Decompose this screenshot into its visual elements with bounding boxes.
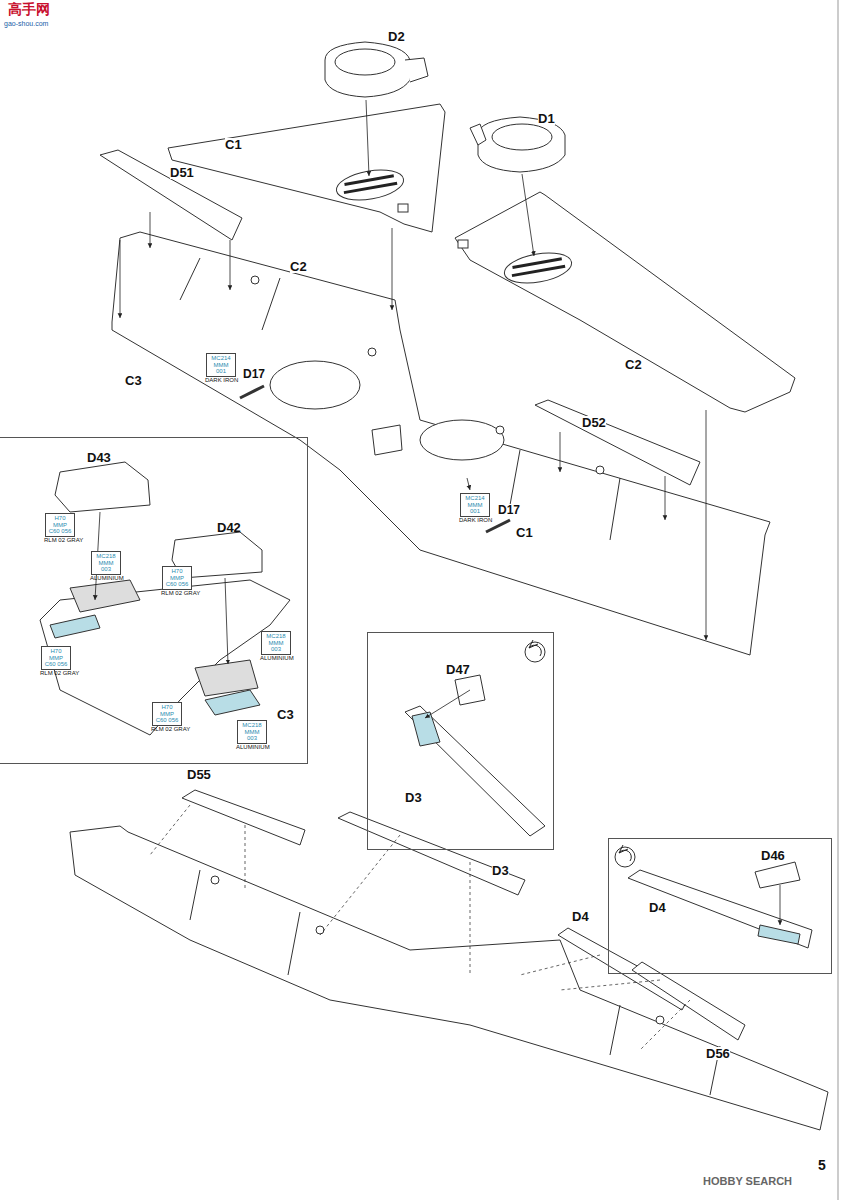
paint-code: MC214 MMM 001 <box>460 493 490 517</box>
paint-code: MC218 MMM 003 <box>261 631 291 655</box>
part-number: D46 <box>761 849 785 862</box>
inset-panel: D47D3 <box>367 632 554 850</box>
watermark: gao-shou.com <box>4 20 48 27</box>
paint-code: MC214 MMM 001 <box>206 353 236 377</box>
part-number: D17 <box>243 368 265 380</box>
part-number: C2 <box>290 260 307 273</box>
paint-name: DARK IRON <box>459 517 489 524</box>
paint-name: RLM 02 GRAY <box>44 537 74 544</box>
part-number: D43 <box>87 451 111 464</box>
paint-name: ALUMINIUM <box>260 655 290 662</box>
part-number: D52 <box>582 416 606 429</box>
paint-code: H70 MMP C60 056 <box>152 702 182 726</box>
part-number: C3 <box>125 374 142 387</box>
paint-name: DARK IRON <box>205 377 235 384</box>
paint-code: H70 MMP C60 056 <box>41 646 71 670</box>
paint-code: H70 MMP C60 056 <box>162 566 192 590</box>
paint-callout: MC214 MMM 001DARK IRON <box>460 493 490 523</box>
watermark: 高手网 <box>8 2 50 16</box>
part-number: C2 <box>625 358 642 371</box>
paint-callout: MC218 MMM 003ALUMINIUM <box>261 631 291 661</box>
watermark: HOBBY SEARCH <box>703 1176 792 1187</box>
inset-panel: D46D4 <box>608 838 832 974</box>
part-number: C1 <box>225 138 242 151</box>
paint-callout: MC218 MMM 003ALUMINIUM <box>237 720 267 750</box>
part-number: C3 <box>277 708 294 721</box>
part-number: D42 <box>217 521 241 534</box>
part-number: D55 <box>187 768 211 781</box>
paint-callout: H70 MMP C60 056RLM 02 GRAY <box>41 646 71 676</box>
part-number: D51 <box>170 166 194 179</box>
paint-callout: MC218 MMM 003ALUMINIUM <box>91 551 121 581</box>
paint-name: ALUMINIUM <box>90 575 120 582</box>
part-number: D47 <box>446 663 470 676</box>
part-number: D56 <box>706 1047 730 1060</box>
paint-name: RLM 02 GRAY <box>161 590 191 597</box>
paint-callout: MC214 MMM 001DARK IRON <box>206 353 236 383</box>
part-number: D4 <box>572 910 589 923</box>
paint-name: RLM 02 GRAY <box>151 726 181 733</box>
page-number: 5 <box>818 1158 826 1172</box>
paint-code: MC218 MMM 003 <box>91 551 121 575</box>
paint-code: MC218 MMM 003 <box>237 720 267 744</box>
part-number: D3 <box>405 791 422 804</box>
part-number: D17 <box>498 504 520 516</box>
inset-panel: D43D42C3H70 MMP C60 056RLM 02 GRAYMC218 … <box>0 437 308 764</box>
part-number: D3 <box>492 864 509 877</box>
paint-name: ALUMINIUM <box>236 744 266 751</box>
part-number: C1 <box>516 526 533 539</box>
paint-name: RLM 02 GRAY <box>40 670 70 677</box>
part-number: D2 <box>388 30 405 43</box>
paint-code: H70 MMP C60 056 <box>45 513 75 537</box>
paint-callout: H70 MMP C60 056RLM 02 GRAY <box>45 513 75 543</box>
paint-callout: H70 MMP C60 056RLM 02 GRAY <box>152 702 182 732</box>
part-number: D4 <box>649 901 666 914</box>
paint-callout: H70 MMP C60 056RLM 02 GRAY <box>162 566 192 596</box>
part-number: D1 <box>538 112 555 125</box>
